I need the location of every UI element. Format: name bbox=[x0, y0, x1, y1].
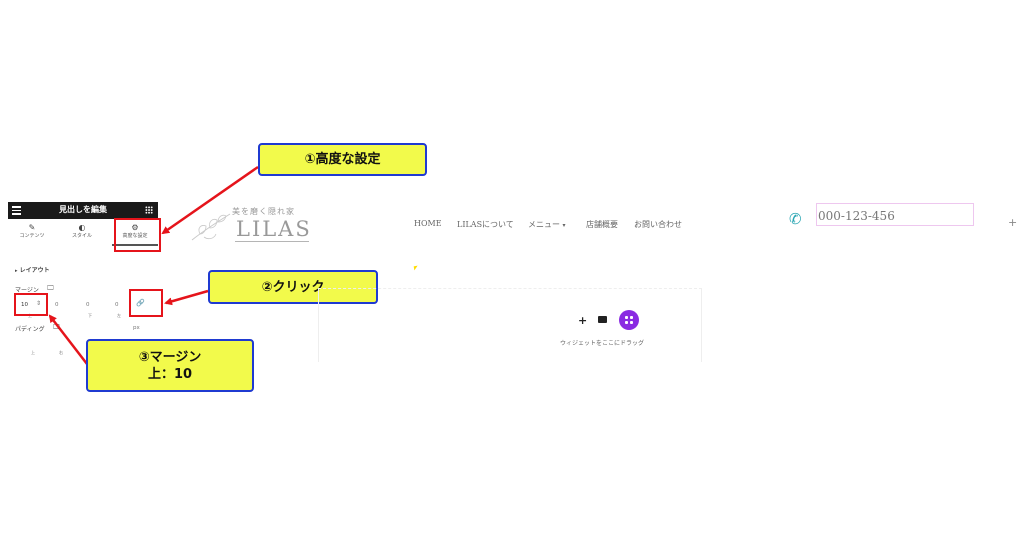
highlight-link-button bbox=[129, 289, 163, 317]
tab-advanced-label: 高度な設定 bbox=[122, 233, 148, 239]
phone-number[interactable]: 000-123-456 bbox=[818, 209, 895, 223]
callout-click: ②クリック bbox=[208, 270, 378, 304]
add-section-icon[interactable]: + bbox=[578, 314, 588, 327]
highlight-advanced-tab bbox=[114, 218, 161, 252]
callout-2-text: ②クリック bbox=[261, 279, 325, 295]
margin-label: マージン bbox=[15, 287, 39, 294]
add-icon[interactable]: + bbox=[1008, 216, 1018, 229]
highlight-margin-top bbox=[14, 293, 48, 316]
nav-menu-label: メニュー bbox=[528, 220, 560, 229]
logo-tagline: 美を磨く隠れ家 bbox=[232, 207, 295, 216]
logo-underline bbox=[235, 241, 309, 242]
widget-drop-area[interactable] bbox=[318, 288, 702, 362]
padding-sub-right: 右 bbox=[59, 350, 63, 355]
padding-label: パディング bbox=[15, 326, 45, 333]
margin-left-input[interactable]: 0 bbox=[115, 302, 119, 308]
stepper-icon[interactable]: ⇕ bbox=[36, 300, 42, 307]
link-icon[interactable]: 🔗 bbox=[136, 299, 145, 307]
tab-style-label: スタイル bbox=[71, 233, 92, 239]
margin-right-input[interactable]: 0 bbox=[55, 302, 59, 308]
mouse-cursor bbox=[413, 265, 419, 271]
nav-store-info[interactable]: 店舗概要 bbox=[586, 220, 618, 229]
tab-content[interactable]: ✎ コンテンツ bbox=[14, 223, 50, 239]
contrast-icon: ◐ bbox=[78, 223, 86, 232]
padding-sub-top: 上 bbox=[31, 350, 35, 355]
folder-icon[interactable] bbox=[598, 316, 607, 323]
panel-title: 見出しを編集 bbox=[59, 205, 107, 214]
nav-menu[interactable]: メニュー ▾ bbox=[528, 219, 566, 230]
panel-header: 見出しを編集 bbox=[8, 202, 158, 219]
callout-3-line2: 上：10 bbox=[147, 366, 193, 382]
phone-selection-box[interactable] bbox=[816, 203, 974, 226]
margin-bottom-input[interactable]: 0 bbox=[86, 302, 90, 308]
logo-name[interactable]: LILAS bbox=[236, 217, 312, 241]
tab-style[interactable]: ◐ スタイル bbox=[64, 223, 100, 239]
chevron-down-icon: ▾ bbox=[562, 222, 566, 229]
desktop-icon[interactable]: 🖵 bbox=[53, 323, 60, 331]
margin-sub-bottom: 下 bbox=[88, 313, 92, 318]
caret-right-icon: ▸ bbox=[15, 268, 18, 274]
margin-sub-left: 左 bbox=[117, 313, 121, 318]
drop-hint-text: ウィジェットをここにドラッグ bbox=[560, 340, 645, 347]
phone-icon: ✆ bbox=[789, 210, 802, 228]
gear-icon: ⚙ bbox=[131, 223, 139, 232]
apps-grid-icon[interactable] bbox=[145, 206, 153, 214]
nav-home[interactable]: HOME bbox=[414, 219, 442, 228]
section-title: レイアウト bbox=[19, 267, 50, 274]
layout-section-toggle[interactable]: ▸ レイアウト bbox=[15, 265, 50, 274]
nav-about[interactable]: LILASについて bbox=[457, 220, 514, 229]
callout-3-line1: ③マージン bbox=[138, 349, 202, 365]
tab-advanced[interactable]: ⚙ 高度な設定 bbox=[117, 223, 153, 239]
desktop-icon[interactable]: 🖵 bbox=[47, 284, 54, 292]
margin-top-input[interactable]: 10 bbox=[21, 302, 28, 308]
callout-advanced-settings: ①高度な設定 bbox=[258, 143, 427, 176]
template-library-icon[interactable] bbox=[619, 310, 639, 330]
menu-icon[interactable] bbox=[12, 206, 21, 215]
pencil-icon: ✎ bbox=[28, 223, 36, 232]
tab-content-label: コンテンツ bbox=[19, 233, 45, 239]
callout-1-text: ①高度な設定 bbox=[304, 152, 381, 167]
padding-unit-select[interactable]: px bbox=[133, 325, 140, 331]
nav-contact[interactable]: お問い合わせ bbox=[634, 220, 682, 229]
leaf-logo-icon bbox=[191, 213, 231, 241]
active-tab-indicator bbox=[112, 244, 158, 246]
callout-margin: ③マージン 上：10 bbox=[86, 339, 254, 392]
